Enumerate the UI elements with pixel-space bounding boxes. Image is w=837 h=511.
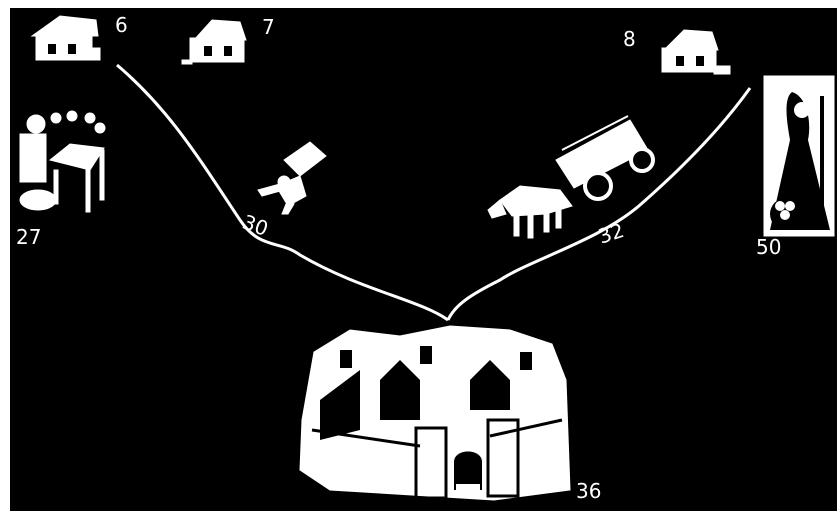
- spinner-label-50: 50: [756, 235, 781, 259]
- hamlet-label-6: 6: [115, 13, 128, 37]
- hamlet-label-7: 7: [262, 15, 275, 39]
- baker-label-27: 27: [16, 225, 41, 249]
- town-label-36: 36: [576, 479, 601, 503]
- walled-town-icon: [300, 326, 570, 500]
- woman-spinning-icon: [764, 76, 834, 236]
- hamlet-label-8: 8: [623, 27, 636, 51]
